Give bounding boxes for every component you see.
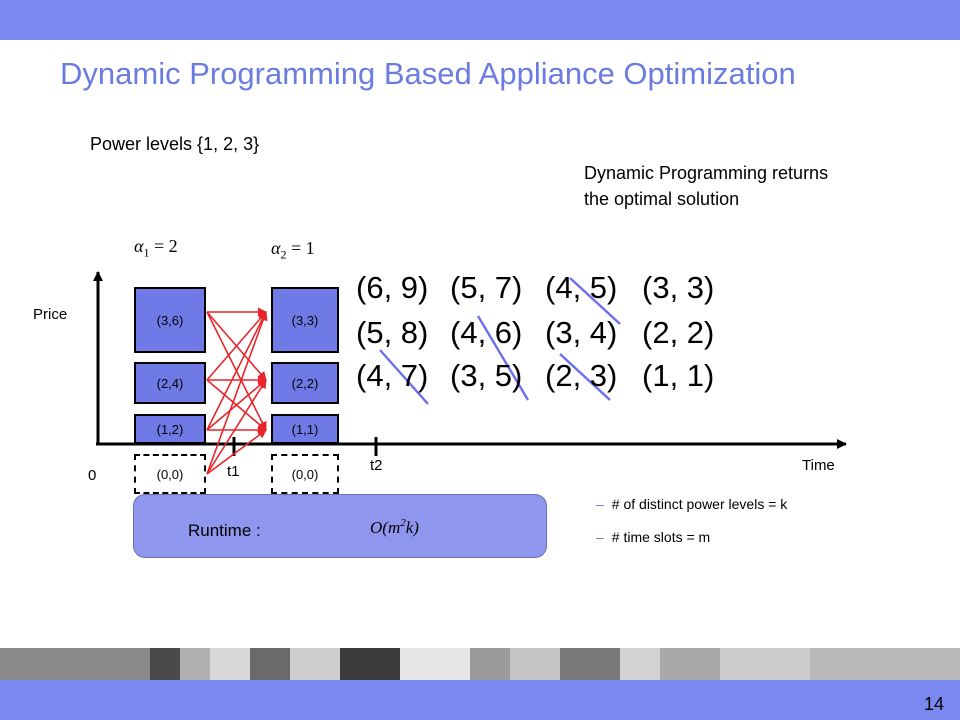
transition-arrow: [206, 311, 267, 431]
slide-title: Dynamic Programming Based Appliance Opti…: [60, 56, 796, 91]
state-box-t1-level-1: (1,2): [134, 414, 206, 444]
runtime-m: m: [387, 518, 401, 537]
pair-r2-c2: (4, 6): [450, 315, 523, 350]
pair-r1-c3: (4, 5): [545, 270, 618, 305]
pair-r1-c2: (5, 7): [450, 270, 523, 305]
runtime-close: ): [413, 518, 419, 537]
state-box-t1-level-3: (3,6): [134, 287, 206, 353]
transition-arrow: [206, 379, 267, 431]
alpha-2-symbol: α: [271, 238, 281, 258]
decorative-image-strip: [0, 648, 960, 680]
state-box-t2-level-1: (1,1): [271, 414, 339, 444]
origin-label: 0: [88, 467, 97, 484]
bullet-mark: –: [596, 496, 604, 512]
strike-lines: [379, 277, 621, 405]
state-box-t2-level-2: (2,2): [271, 362, 339, 404]
time-axis-label: Time: [802, 457, 835, 474]
transition-arrow: [206, 311, 267, 381]
t2-label: t2: [370, 457, 383, 474]
state-box-t1-level-2: (2,4): [134, 362, 206, 404]
bullet-time-slots: –# time slots = m: [596, 529, 710, 545]
runtime-exponent: 2: [400, 517, 406, 529]
bottom-bar: [0, 680, 960, 720]
state-box-t2-level-3: (3,3): [271, 287, 339, 353]
runtime-open: O(: [370, 518, 388, 537]
t1-label: t1: [227, 463, 240, 480]
alpha-1-symbol: α: [134, 236, 144, 256]
runtime-k: k: [405, 518, 414, 537]
pair-r2-c3: (3, 4): [545, 315, 618, 350]
alpha-1-label: α1 = 2: [134, 236, 178, 261]
transition-arrows: [206, 307, 268, 475]
top-bar: [0, 0, 960, 40]
page-number: 14: [923, 694, 944, 714]
bullet-mark: –: [596, 529, 604, 545]
strike-line: [559, 353, 611, 401]
transition-arrow: [206, 311, 268, 475]
pair-r1-c4: (3, 3): [642, 270, 715, 305]
power-levels-text: Power levels {1, 2, 3}: [90, 134, 260, 154]
bullet-power-levels: –# of distinct power levels = k: [596, 496, 787, 512]
strike-line: [379, 349, 429, 405]
alpha-1-sub: 1: [143, 245, 150, 260]
pair-r3-c3: (2, 3): [545, 358, 618, 393]
transition-arrow: [206, 429, 267, 475]
pair-r3-c2: (3, 5): [450, 358, 523, 393]
transition-arrow: [206, 379, 267, 475]
pair-r2-c4: (2, 2): [642, 315, 715, 350]
runtime-label: Runtime :: [188, 521, 261, 540]
strike-line: [476, 315, 530, 401]
runtime-box: Runtime : O(m2k): [133, 494, 547, 558]
bullet-power-levels-text: # of distinct power levels = k: [611, 496, 788, 512]
state-box-t1-level-0: (0,0): [134, 454, 206, 494]
pair-r1-c1: (6, 9): [356, 270, 429, 305]
pair-r3-c4: (1, 1): [642, 358, 715, 393]
price-axis-label: Price: [33, 306, 68, 323]
runtime-formula: O(m2k): [370, 517, 419, 538]
state-box-t2-level-0: (0,0): [271, 454, 339, 494]
strike-line: [569, 277, 621, 325]
dp-note-line-1: Dynamic Programming returns: [584, 163, 829, 183]
alpha-2-value: = 1: [286, 238, 315, 258]
alpha-2-sub: 2: [280, 247, 287, 262]
dp-note: Dynamic Programming returns the optimal …: [584, 160, 828, 212]
dp-note-line-2: the optimal solution: [584, 189, 740, 209]
alpha-2-label: α2 = 1: [271, 238, 315, 263]
pair-r3-c1: (4, 7): [356, 358, 429, 393]
bullet-time-slots-text: # time slots = m: [611, 529, 711, 545]
pair-r2-c1: (5, 8): [356, 315, 429, 350]
alpha-1-value: = 2: [149, 236, 178, 256]
